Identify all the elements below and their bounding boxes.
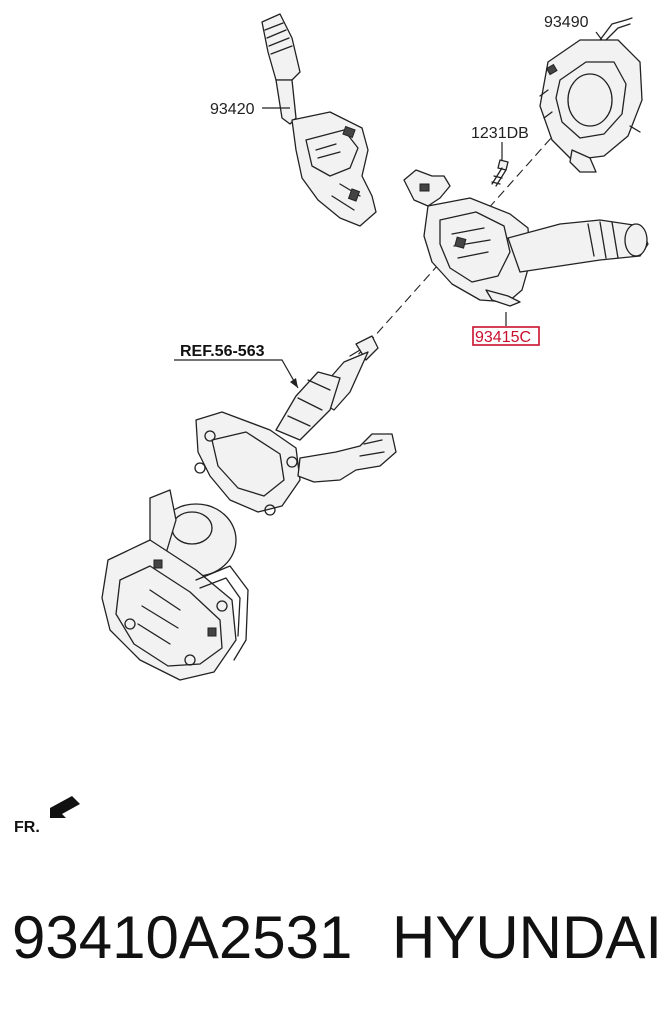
callout-label-93420: 93420 <box>210 101 255 118</box>
callout-label-ref: REF.56-563 <box>180 343 265 360</box>
brand-text: HYUNDAI <box>392 904 663 971</box>
product-footer: 93410A2531 HYUNDAI <box>0 850 663 1017</box>
switch-assembly-part[interactable] <box>403 169 649 307</box>
parts-diagram: 93490 93420 1231DB 93415C REF.56-563 FR. <box>14 13 649 836</box>
front-direction-indicator: FR. <box>14 796 80 836</box>
callout-leader-ref <box>174 359 299 389</box>
front-label: FR. <box>14 819 40 836</box>
callout-label-1231DB: 1231DB <box>471 125 529 142</box>
wiper-switch-part[interactable] <box>261 13 377 227</box>
steering-column-part[interactable] <box>101 335 397 681</box>
callout-highlight-box <box>472 326 540 346</box>
callout-label-93490: 93490 <box>544 14 589 31</box>
callout-leader-93490 <box>595 31 603 41</box>
callout-label-93415C[interactable]: 93415C <box>475 329 531 346</box>
callout-leader-ref-arrowhead <box>290 378 298 388</box>
clock-spring-part[interactable] <box>539 17 643 173</box>
screw-part[interactable] <box>491 159 509 187</box>
front-arrow-icon <box>50 796 80 818</box>
part-number-text: 93410A2531 <box>12 904 353 971</box>
